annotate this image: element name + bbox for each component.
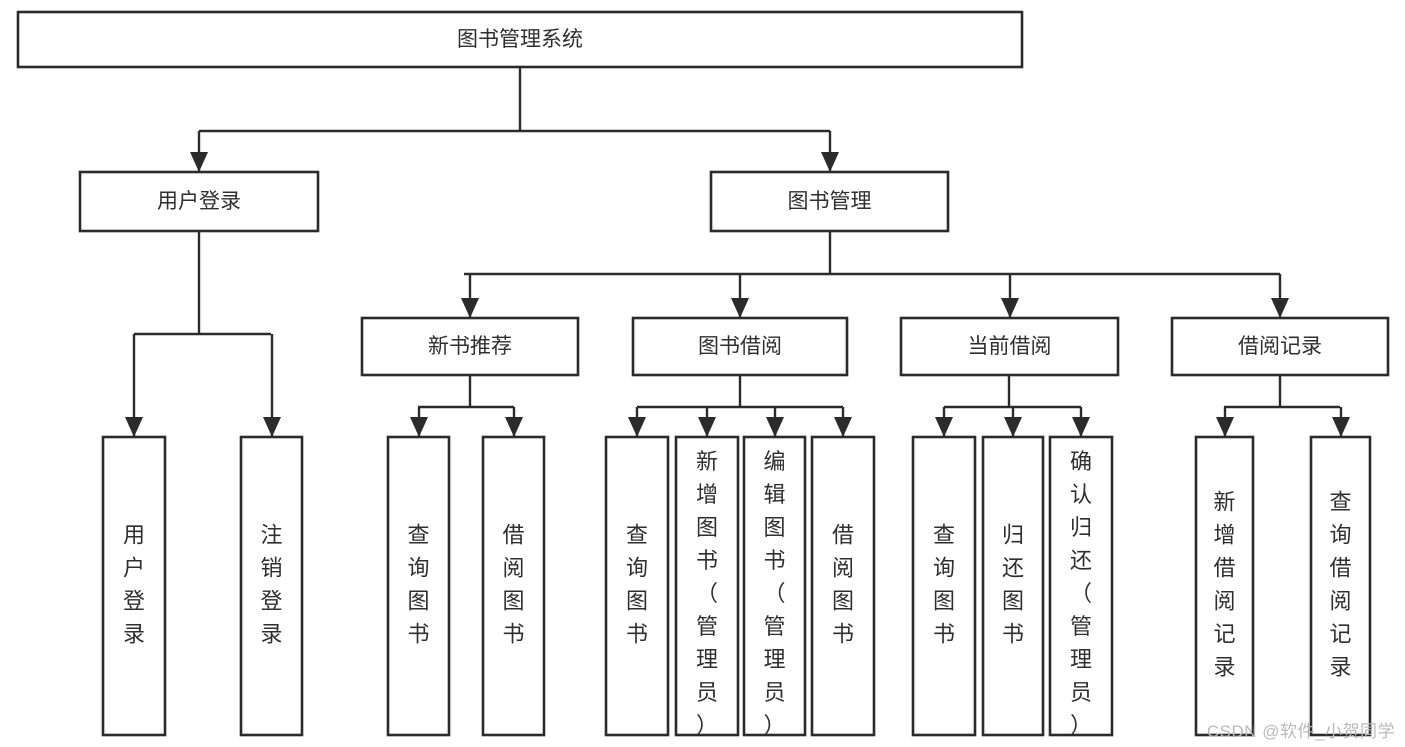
node-box-leaf-query-book-1 bbox=[386, 435, 451, 737]
node-box-leaf-add-record bbox=[1194, 435, 1255, 737]
node-leaf-borrow-book-1[interactable]: 借阅图书 bbox=[481, 435, 546, 737]
arrowhead-current_borrow bbox=[1001, 298, 1019, 318]
node-box-leaf-query-record bbox=[1309, 435, 1372, 737]
node-leaf-add-book[interactable]: 新增图书（管理员） bbox=[674, 435, 740, 738]
node-label-borrow-record: 借阅记录 bbox=[1238, 335, 1322, 358]
node-box-leaf-edit-book bbox=[742, 435, 807, 737]
node-user-login[interactable]: 用户登录 bbox=[78, 170, 320, 233]
node-box-leaf-query-book-2 bbox=[604, 435, 670, 737]
node-book-manage[interactable]: 图书管理 bbox=[709, 170, 950, 233]
node-label-leaf-logout: 注销登录 bbox=[260, 522, 282, 646]
node-box-leaf-borrow-book-2 bbox=[810, 435, 876, 737]
node-leaf-logout[interactable]: 注销登录 bbox=[239, 435, 304, 737]
node-box-leaf-borrow-book-1 bbox=[481, 435, 546, 737]
arrowhead-leaf_user_login bbox=[125, 417, 143, 437]
node-leaf-return-book[interactable]: 归还图书 bbox=[981, 435, 1045, 737]
node-box-leaf-user-login bbox=[101, 435, 167, 737]
node-label-leaf-add-book: 新增图书（管理员） bbox=[696, 449, 718, 738]
node-leaf-edit-book[interactable]: 编辑图书（管理员） bbox=[742, 435, 807, 738]
arrowhead-book_manage bbox=[821, 152, 839, 172]
node-book-borrow[interactable]: 图书借阅 bbox=[631, 316, 849, 377]
node-label-leaf-query-book-1: 查询图书 bbox=[407, 522, 429, 646]
node-leaf-user-login[interactable]: 用户登录 bbox=[101, 435, 167, 737]
node-label-book-borrow: 图书借阅 bbox=[698, 335, 782, 358]
node-label-leaf-query-book-3: 查询图书 bbox=[933, 522, 955, 646]
node-box-root bbox=[16, 10, 1024, 69]
node-leaf-query-book-1[interactable]: 查询图书 bbox=[386, 435, 451, 737]
arrowhead-new_book_rec bbox=[461, 298, 479, 318]
arrowhead-user_login bbox=[190, 152, 208, 172]
arrowhead-leaf_borrow_book_2 bbox=[834, 417, 852, 437]
node-box-leaf-logout bbox=[239, 435, 304, 737]
node-label-leaf-borrow-book-1: 借阅图书 bbox=[502, 522, 524, 646]
arrowhead-leaf_edit_book bbox=[766, 417, 784, 437]
node-box-borrow-record bbox=[1170, 316, 1390, 377]
node-borrow-record[interactable]: 借阅记录 bbox=[1170, 316, 1390, 377]
node-box-leaf-return-book bbox=[981, 435, 1045, 737]
arrowhead-leaf_borrow_book_1 bbox=[505, 417, 523, 437]
node-label-current-borrow: 当前借阅 bbox=[968, 335, 1052, 358]
node-label-leaf-user-login: 用户登录 bbox=[123, 522, 145, 646]
node-label-leaf-edit-book: 编辑图书（管理员） bbox=[763, 449, 785, 738]
arrowhead-leaf_logout bbox=[263, 417, 281, 437]
node-box-leaf-query-book-3 bbox=[911, 435, 977, 737]
node-label-leaf-add-record: 新增借阅记录 bbox=[1213, 489, 1235, 679]
node-box-new-book-rec bbox=[360, 316, 580, 377]
node-new-book-rec[interactable]: 新书推荐 bbox=[360, 316, 580, 377]
csdn-watermark: CSDN @软件_小贺同学 bbox=[1206, 722, 1395, 741]
node-label-book-manage: 图书管理 bbox=[788, 190, 872, 213]
node-root[interactable]: 图书管理系统 bbox=[16, 10, 1024, 69]
node-leaf-add-record[interactable]: 新增借阅记录 bbox=[1194, 435, 1255, 737]
arrowhead-leaf_add_record bbox=[1216, 417, 1234, 437]
node-box-book-manage bbox=[709, 170, 950, 233]
node-box-user-login bbox=[78, 170, 320, 233]
node-label-user-login: 用户登录 bbox=[157, 190, 241, 213]
arrowhead-leaf_query_book_3 bbox=[935, 417, 953, 437]
node-box-current-borrow bbox=[899, 316, 1120, 377]
arrowhead-leaf_confirm_return bbox=[1072, 417, 1090, 437]
node-box-leaf-confirm-return bbox=[1048, 435, 1114, 737]
node-leaf-query-record[interactable]: 查询借阅记录 bbox=[1309, 435, 1372, 737]
arrowhead-leaf_query_record bbox=[1332, 417, 1350, 437]
nodes-layer: 图书管理系统用户登录图书管理新书推荐图书借阅当前借阅借阅记录用户登录注销登录查询… bbox=[16, 10, 1390, 738]
node-leaf-confirm-return[interactable]: 确认归还（管理员） bbox=[1048, 435, 1114, 738]
connectors-layer bbox=[125, 67, 1350, 437]
node-current-borrow[interactable]: 当前借阅 bbox=[899, 316, 1120, 377]
node-box-leaf-add-book bbox=[674, 435, 740, 737]
node-label-leaf-query-record: 查询借阅记录 bbox=[1329, 489, 1351, 679]
node-leaf-query-book-3[interactable]: 查询图书 bbox=[911, 435, 977, 737]
arrowhead-borrow_record bbox=[1271, 298, 1289, 318]
arrowhead-leaf_query_book_1 bbox=[410, 417, 428, 437]
arrowhead-leaf_query_book_2 bbox=[628, 417, 646, 437]
arrowhead-leaf_add_book bbox=[698, 417, 716, 437]
node-leaf-borrow-book-2[interactable]: 借阅图书 bbox=[810, 435, 876, 737]
node-label-leaf-borrow-book-2: 借阅图书 bbox=[832, 522, 854, 646]
node-leaf-query-book-2[interactable]: 查询图书 bbox=[604, 435, 670, 737]
node-label-leaf-return-book: 归还图书 bbox=[1002, 522, 1024, 646]
arrowhead-book_borrow bbox=[731, 298, 749, 318]
node-label-new-book-rec: 新书推荐 bbox=[428, 335, 512, 358]
node-label-root: 图书管理系统 bbox=[457, 28, 583, 51]
node-box-book-borrow bbox=[631, 316, 849, 377]
node-label-leaf-query-book-2: 查询图书 bbox=[626, 522, 648, 646]
arrowhead-leaf_return_book bbox=[1004, 417, 1022, 437]
node-label-leaf-confirm-return: 确认归还（管理员） bbox=[1070, 449, 1092, 738]
